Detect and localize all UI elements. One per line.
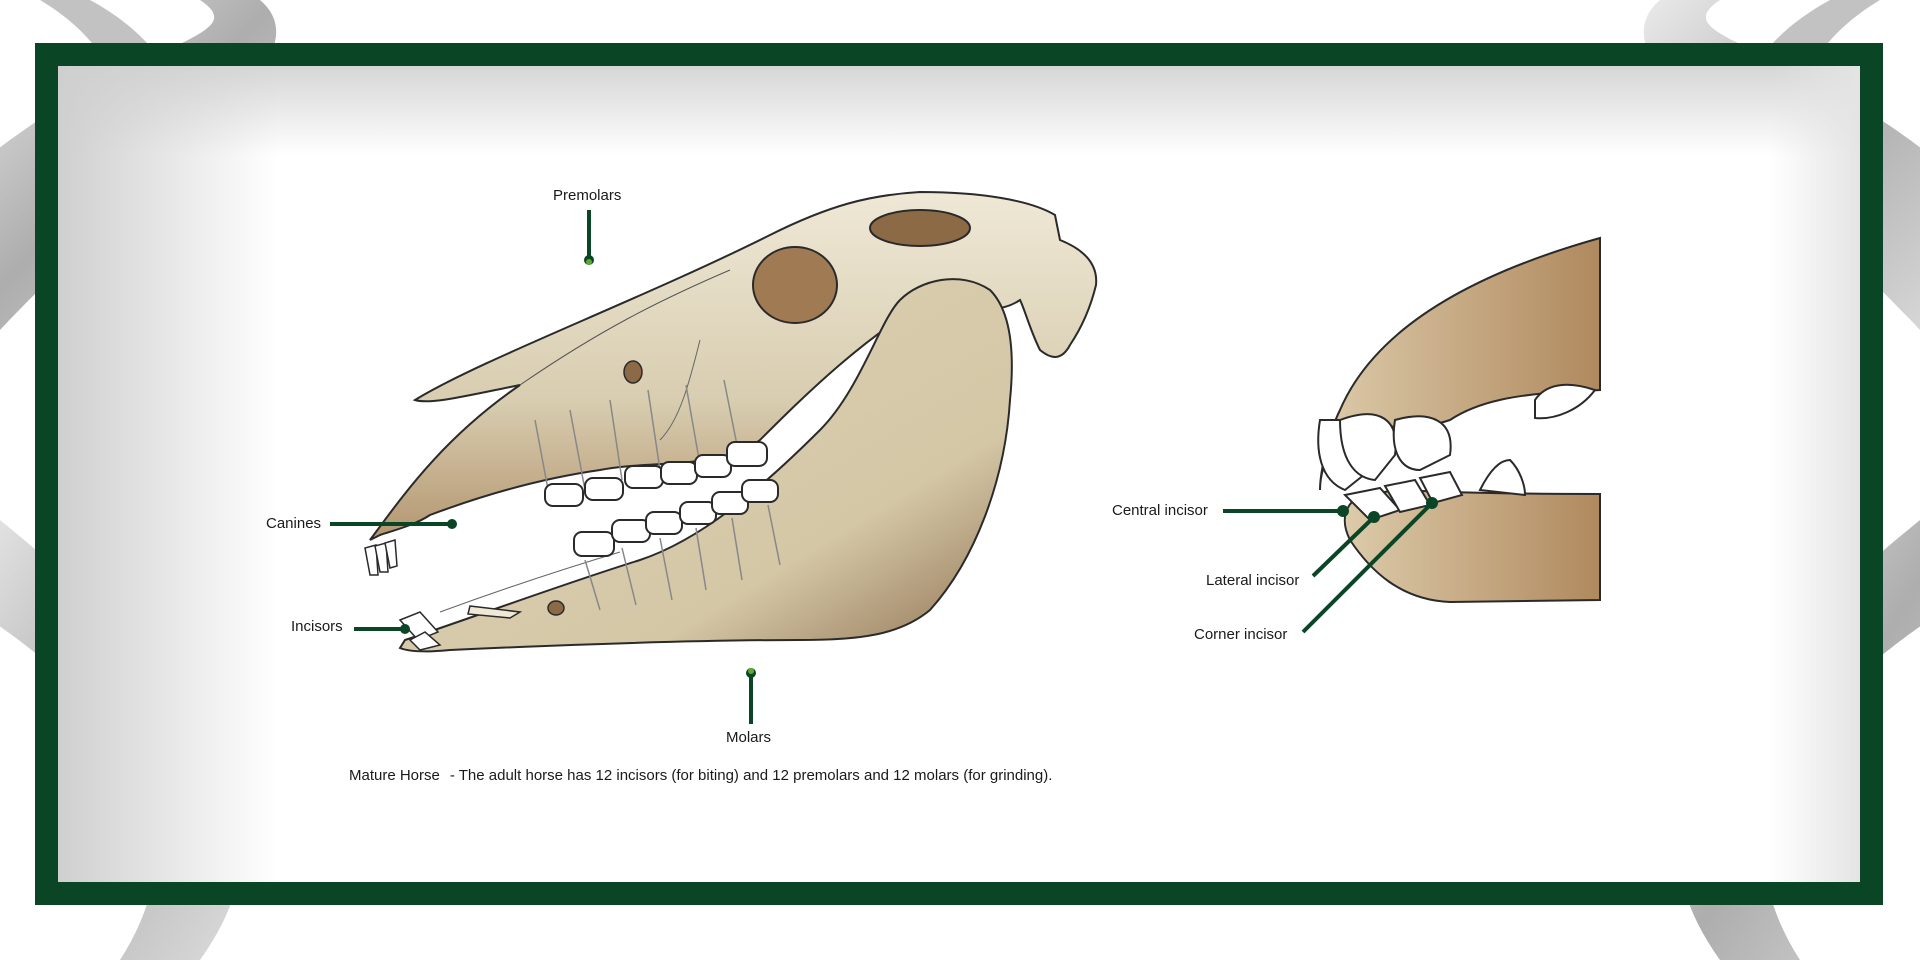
upper-cheek-teeth xyxy=(544,441,768,507)
frame-shadow-top xyxy=(58,66,1860,156)
caption-text: - The adult horse has 12 incisors (for b… xyxy=(449,767,1053,784)
diagram-caption: Mature Horse - The adult horse has 12 inc… xyxy=(349,767,1062,784)
label-canines: Canines xyxy=(266,515,322,532)
label-molars: Molars xyxy=(726,729,772,746)
label-lateral-incisor: Lateral incisor xyxy=(1206,572,1300,589)
diagram-frame xyxy=(35,43,1883,905)
leader-dots xyxy=(400,255,1438,678)
frame-shadow-left xyxy=(58,66,278,882)
label-central-incisor: Central incisor xyxy=(1112,502,1208,519)
mandible xyxy=(398,278,1013,653)
frame-shadow-right xyxy=(1770,66,1860,882)
label-corner-incisor: Corner incisor xyxy=(1194,626,1288,643)
caption-title: Mature Horse xyxy=(349,767,440,784)
label-premolars: Premolars xyxy=(553,187,622,204)
horse-skull xyxy=(364,190,1098,653)
eye-socket xyxy=(752,246,838,324)
corner-incisor-leader xyxy=(1301,501,1434,634)
front-incisors xyxy=(364,539,442,651)
tooth-roots xyxy=(534,379,781,611)
label-incisors: Incisors xyxy=(291,618,343,635)
lateral-incisor-leader xyxy=(1311,515,1376,578)
incisor-closeup xyxy=(1317,236,1601,604)
lower-cheek-teeth xyxy=(573,479,779,557)
leader-lines xyxy=(330,210,1434,724)
temporal-fossa xyxy=(869,209,971,247)
